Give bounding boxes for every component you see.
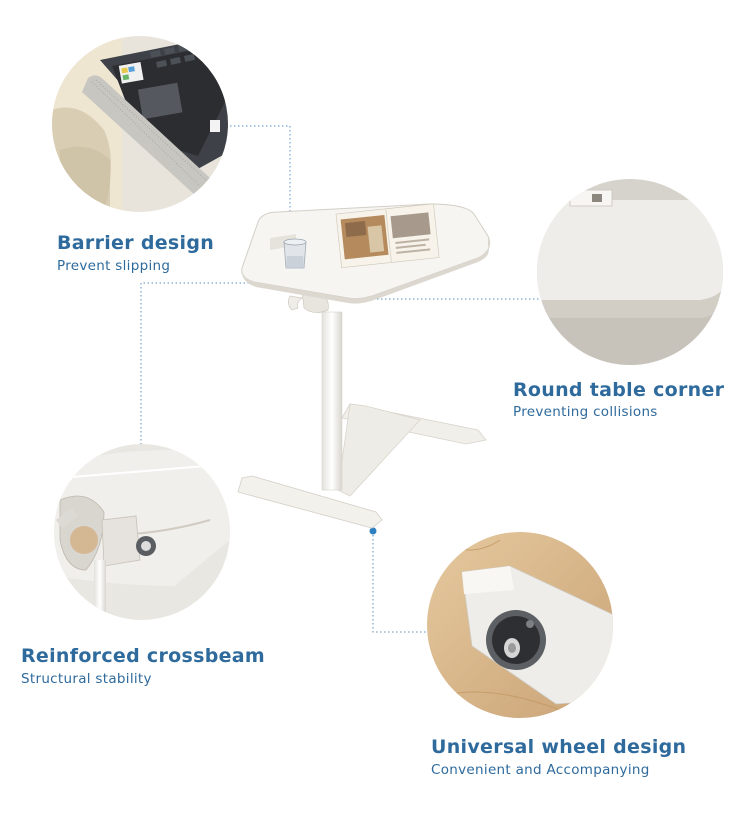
feature-subtitle-barrier: Prevent slipping	[57, 258, 171, 274]
crossbeam-detail-photo	[54, 444, 230, 620]
base-front-bar	[237, 475, 383, 529]
connector-barrier	[210, 125, 291, 236]
feature-title-crossbeam: Reinforced crossbeam	[21, 645, 266, 667]
support-column	[321, 311, 343, 491]
connector-dot-wheel	[369, 527, 377, 535]
connector-lines	[140, 125, 540, 633]
wheel-detail-photo	[427, 532, 613, 718]
base-spine	[337, 403, 421, 497]
feature-subtitle-crossbeam: Structural stability	[21, 671, 152, 687]
corner-detail-photo	[537, 179, 723, 365]
magazine	[335, 203, 440, 269]
feature-subtitle-wheel: Convenient and Accompanying	[431, 762, 650, 778]
feature-title-barrier: Barrier design	[57, 232, 215, 254]
feature-subtitle-corner: Preventing collisions	[513, 404, 658, 420]
feature-title-corner: Round table corner	[513, 379, 725, 401]
barrier-detail-photo	[52, 36, 228, 212]
feature-title-wheel: Universal wheel design	[431, 736, 687, 758]
overbed-table-product	[237, 203, 491, 529]
connector-crossbeam	[140, 282, 265, 445]
adjust-handle	[288, 295, 303, 311]
connector-wheel	[372, 531, 427, 633]
water-glass	[283, 238, 307, 269]
